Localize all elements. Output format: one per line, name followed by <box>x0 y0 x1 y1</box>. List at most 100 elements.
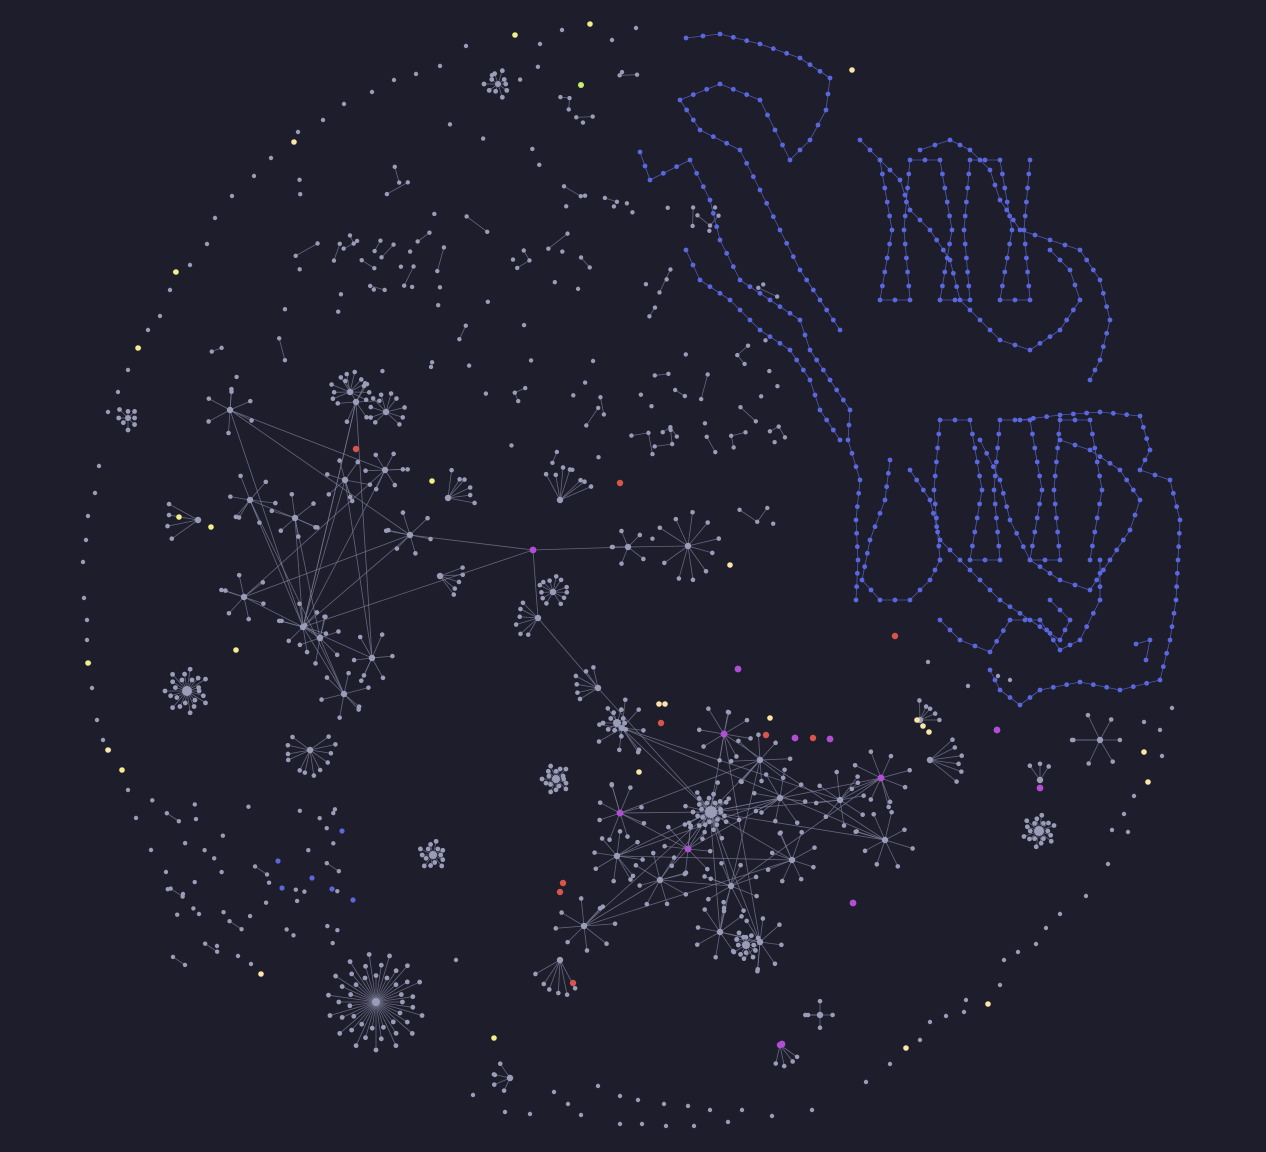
graph-node[interactable] <box>437 285 443 290</box>
graph-node[interactable] <box>588 484 594 489</box>
graph-node[interactable] <box>616 479 624 487</box>
graph-node[interactable] <box>756 938 764 946</box>
graph-node[interactable] <box>629 433 634 438</box>
graph-node[interactable] <box>940 171 945 177</box>
graph-node[interactable] <box>125 427 131 433</box>
graph-node[interactable] <box>782 767 787 773</box>
graph-node[interactable] <box>248 961 254 967</box>
graph-node[interactable] <box>781 1063 787 1069</box>
graph-node[interactable] <box>1087 447 1093 453</box>
graph-node[interactable] <box>1097 473 1102 479</box>
graph-node[interactable] <box>813 800 819 806</box>
graph-node[interactable] <box>605 726 611 732</box>
graph-node[interactable] <box>491 1082 497 1087</box>
graph-node[interactable] <box>306 746 314 754</box>
graph-node[interactable] <box>168 693 174 699</box>
graph-node[interactable] <box>977 501 982 507</box>
graph-node[interactable] <box>1044 627 1050 633</box>
graph-node[interactable] <box>1045 828 1051 834</box>
graph-node[interactable] <box>836 796 844 804</box>
graph-node[interactable] <box>683 35 689 41</box>
graph-node[interactable] <box>884 255 890 261</box>
graph-node[interactable] <box>291 139 297 145</box>
graph-node[interactable] <box>753 874 759 880</box>
graph-node[interactable] <box>619 69 625 75</box>
graph-node[interactable] <box>963 997 969 1003</box>
graph-node[interactable] <box>954 779 959 784</box>
graph-node[interactable] <box>285 751 291 757</box>
graph-node[interactable] <box>950 737 955 743</box>
graph-node[interactable] <box>731 949 737 955</box>
graph-node[interactable] <box>400 467 406 472</box>
graph-node[interactable] <box>931 487 937 493</box>
graph-node[interactable] <box>674 434 680 439</box>
graph-node[interactable] <box>751 790 757 796</box>
graph-node[interactable] <box>872 524 878 530</box>
graph-node[interactable] <box>1037 564 1043 570</box>
graph-node[interactable] <box>302 770 308 775</box>
graph-node[interactable] <box>770 46 776 52</box>
graph-node[interactable] <box>251 173 257 179</box>
graph-node[interactable] <box>704 86 710 92</box>
graph-node[interactable] <box>535 64 541 70</box>
graph-node[interactable] <box>895 864 901 869</box>
graph-node[interactable] <box>880 171 885 177</box>
graph-node[interactable] <box>778 1040 786 1048</box>
graph-node[interactable] <box>1001 957 1007 963</box>
graph-node[interactable] <box>639 805 644 810</box>
graph-node[interactable] <box>560 465 566 470</box>
graph-node[interactable] <box>609 37 615 43</box>
graph-node[interactable] <box>922 157 928 163</box>
graph-node[interactable] <box>1171 610 1177 616</box>
graph-node[interactable] <box>467 492 473 498</box>
graph-node[interactable] <box>1092 367 1098 373</box>
graph-node[interactable] <box>393 1030 399 1036</box>
graph-node[interactable] <box>117 407 122 412</box>
graph-node[interactable] <box>1037 761 1043 767</box>
graph-node[interactable] <box>331 810 336 816</box>
graph-node[interactable] <box>622 720 628 726</box>
graph-node[interactable] <box>1160 664 1166 670</box>
graph-node[interactable] <box>1092 445 1098 451</box>
graph-node[interactable] <box>1087 587 1093 593</box>
graph-node[interactable] <box>411 264 416 269</box>
graph-node[interactable] <box>219 869 224 875</box>
graph-node[interactable] <box>1027 157 1033 163</box>
graph-node[interactable] <box>545 768 551 774</box>
graph-node[interactable] <box>584 948 590 953</box>
graph-node[interactable] <box>830 1012 835 1018</box>
graph-node[interactable] <box>336 999 342 1005</box>
graph-node[interactable] <box>417 979 423 985</box>
graph-node[interactable] <box>690 577 696 583</box>
graph-node[interactable] <box>932 711 938 716</box>
graph-node[interactable] <box>990 464 996 470</box>
graph-node[interactable] <box>1097 357 1103 363</box>
graph-node[interactable] <box>1174 504 1180 510</box>
graph-node[interactable] <box>942 185 948 191</box>
graph-node[interactable] <box>711 791 716 797</box>
graph-node[interactable] <box>1037 687 1043 693</box>
graph-node[interactable] <box>617 829 623 834</box>
graph-node[interactable] <box>1057 412 1063 418</box>
graph-node[interactable] <box>1036 784 1044 792</box>
graph-node[interactable] <box>804 277 810 283</box>
graph-node[interactable] <box>868 587 874 593</box>
graph-node[interactable] <box>762 731 770 739</box>
graph-node[interactable] <box>560 773 566 779</box>
graph-node[interactable] <box>704 800 710 806</box>
graph-node[interactable] <box>932 501 938 507</box>
graph-node[interactable] <box>352 369 358 375</box>
graph-node[interactable] <box>932 567 938 573</box>
graph-node[interactable] <box>513 622 519 627</box>
graph-node[interactable] <box>604 941 609 947</box>
graph-node[interactable] <box>553 472 559 478</box>
graph-node[interactable] <box>339 984 345 989</box>
graph-node[interactable] <box>817 407 823 413</box>
graph-node[interactable] <box>1174 584 1180 590</box>
graph-node[interactable] <box>489 77 495 82</box>
graph-node[interactable] <box>509 443 514 448</box>
graph-node[interactable] <box>432 860 438 865</box>
graph-node[interactable] <box>378 238 383 243</box>
graph-node[interactable] <box>1007 213 1012 219</box>
graph-node[interactable] <box>211 856 217 861</box>
